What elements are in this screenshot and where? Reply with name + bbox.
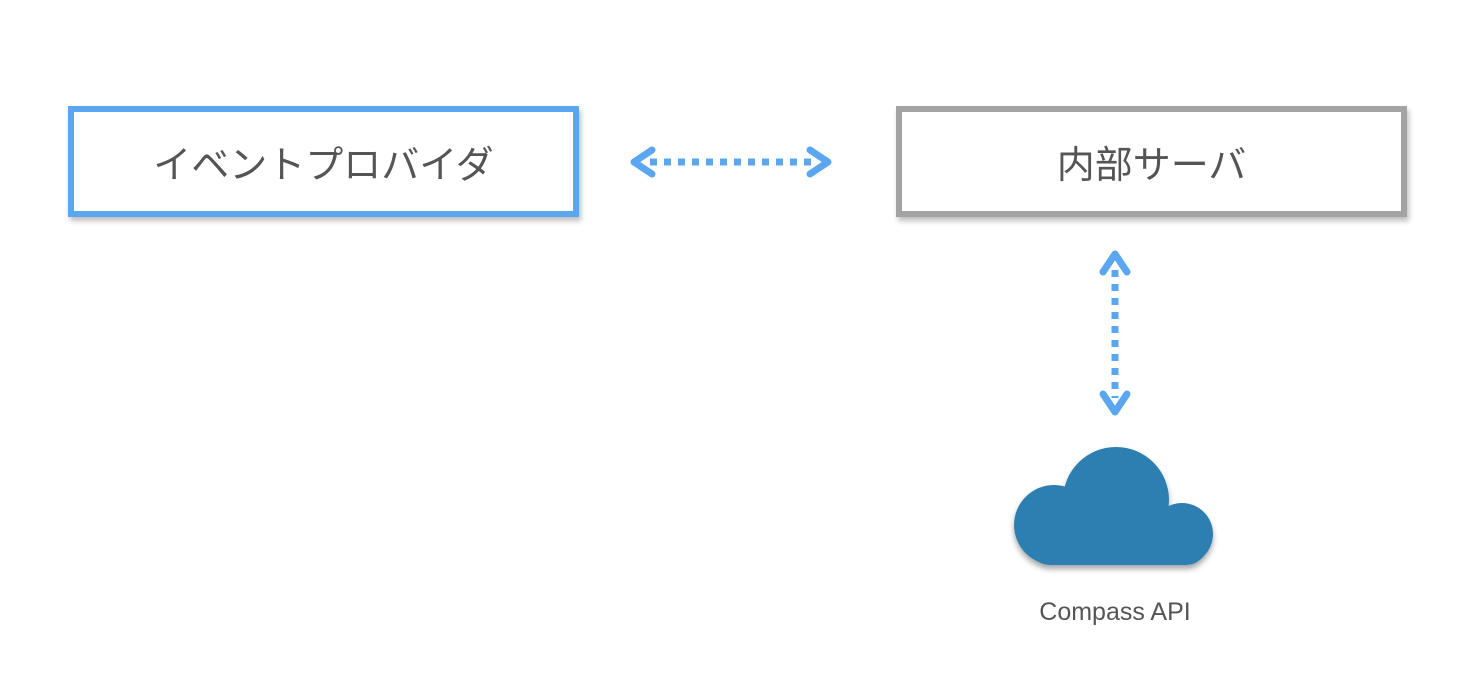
node-compass-api [1010,440,1220,575]
cloud-icon [1014,447,1213,565]
node-compass-api-label: Compass API [1039,598,1191,626]
arrowhead-down-icon [1099,390,1131,416]
node-event-provider: イベントプロバイダ [68,106,579,217]
node-event-provider-label: イベントプロバイダ [153,143,494,187]
node-internal-server-label: 内部サーバ [1056,143,1247,187]
arrowhead-up-icon [1099,250,1131,276]
arrowhead-right-icon [806,146,832,178]
node-internal-server: 内部サーバ [896,106,1407,217]
arrowhead-left-icon [630,146,656,178]
